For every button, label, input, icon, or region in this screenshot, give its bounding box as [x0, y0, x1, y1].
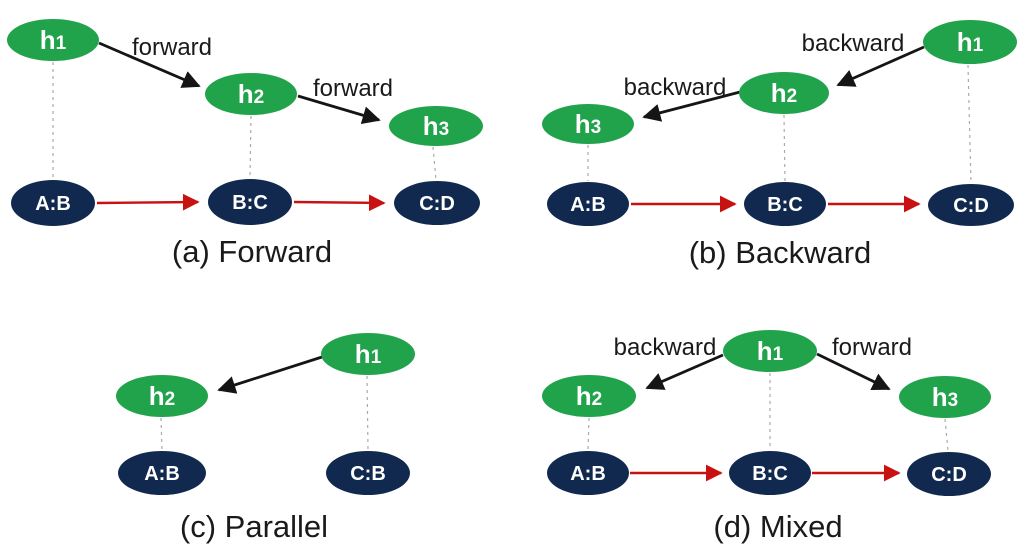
hidden-node-h1: [923, 20, 1017, 64]
pair-node-bc: [744, 182, 826, 226]
panel-mixed: h1 h2 h3 A:B B:C C:D backward forward (d…: [542, 330, 991, 544]
pair-node-label: A:B: [570, 194, 606, 216]
alignment-line: [249, 115, 252, 179]
panel-caption: (a) Forward: [172, 234, 332, 269]
pair-node-label: A:B: [144, 463, 180, 485]
attention-arrow-forward: [297, 94, 381, 125]
hidden-node-label: h2: [149, 381, 175, 411]
edge-label: forward: [132, 34, 212, 61]
hidden-node-label: h2: [576, 381, 602, 411]
edge-label: backward: [624, 74, 727, 101]
hidden-node-h2: [542, 375, 636, 417]
alignment-line: [587, 417, 590, 451]
pair-node-label: B:C: [232, 192, 268, 214]
panel-forward: h1 h2 h3 A:B B:C C:D forward forward (a)…: [7, 19, 483, 269]
pair-node-label: C:D: [953, 195, 989, 217]
hidden-node-h3: [389, 106, 483, 146]
alignment-line: [967, 64, 972, 184]
hidden-node-h3: [542, 104, 634, 144]
hidden-node-label: h2: [771, 78, 797, 108]
alignment-line: [366, 375, 369, 451]
pair-node-label: A:B: [570, 463, 606, 485]
pair-node-cd: [907, 452, 991, 496]
hidden-node-label: h1: [40, 25, 67, 55]
hidden-node-h2: [116, 375, 208, 417]
hidden-node-h1: [7, 19, 99, 61]
pair-node-label: C:B: [350, 463, 386, 485]
hidden-node-label: h1: [957, 27, 984, 57]
hidden-node-h3: [899, 376, 991, 418]
pair-node-label: B:C: [752, 463, 788, 485]
alignment-line: [432, 146, 437, 181]
pair-node-cb: [326, 451, 410, 495]
alignment-line: [944, 418, 949, 452]
edge-label: forward: [313, 75, 393, 102]
pair-node-ab: [118, 451, 206, 495]
edge-label: forward: [832, 334, 912, 361]
alignment-line: [160, 417, 163, 451]
temporal-arrow: [96, 193, 200, 211]
panel-caption: (c) Parallel: [180, 509, 328, 544]
hidden-node-h1: [321, 333, 415, 375]
pair-node-ab: [547, 182, 629, 226]
hidden-node-h2: [739, 72, 829, 114]
hidden-node-label: h3: [932, 382, 958, 412]
pair-node-bc: [729, 451, 811, 495]
hidden-node-label: h2: [238, 79, 264, 109]
attention-arrow: [217, 355, 323, 394]
attention-arrow-backward: [645, 353, 724, 390]
pair-node-label: C:D: [419, 193, 455, 215]
pair-node-label: B:C: [767, 194, 803, 216]
pair-node-label: A:B: [35, 193, 71, 215]
attention-arrow-backward: [836, 45, 925, 87]
pair-node-bc: [208, 179, 292, 225]
pair-node-cd: [928, 184, 1014, 226]
pair-node-ab: [11, 180, 95, 226]
panel-caption: (d) Mixed: [713, 509, 842, 544]
edge-label: backward: [802, 30, 905, 57]
panel-backward: h1 h2 h3 A:B B:C C:D backward backward (…: [542, 20, 1017, 270]
hidden-node-h2: [205, 73, 297, 115]
hidden-node-label: h1: [757, 336, 784, 366]
alignment-line: [783, 114, 786, 183]
pair-node-cd: [394, 181, 480, 225]
attention-arrow-forward: [98, 41, 201, 88]
edge-label: backward: [614, 334, 717, 361]
hidden-node-h1: [723, 330, 817, 372]
pair-node-label: C:D: [931, 464, 967, 486]
hidden-node-label: h3: [423, 111, 449, 141]
attention-arrow-backward: [642, 90, 741, 122]
panel-parallel: h1 h2 A:B C:B (c) Parallel: [116, 333, 415, 544]
temporal-arrow: [293, 194, 386, 212]
panel-caption: (b) Backward: [689, 235, 872, 270]
hidden-node-label: h1: [355, 339, 382, 369]
attention-arrow-forward: [816, 352, 891, 391]
pair-node-ab: [547, 451, 629, 495]
hidden-node-label: h3: [575, 109, 601, 139]
